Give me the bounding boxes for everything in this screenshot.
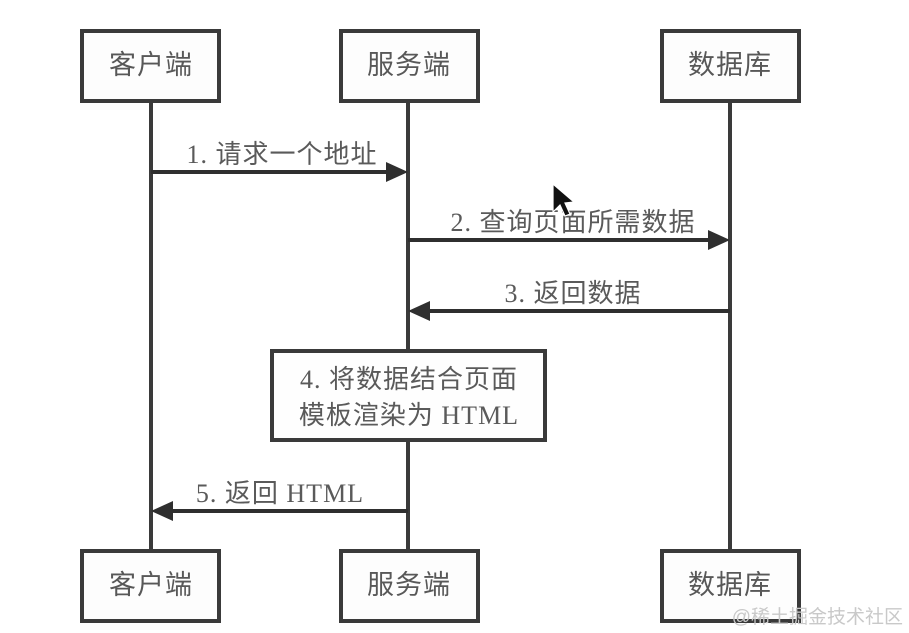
message-5[interactable]: 5. 返回 HTML	[151, 479, 408, 521]
participant-box-server-top[interactable]	[339, 29, 480, 103]
message-1-label: 1. 请求一个地址	[186, 140, 377, 169]
message-2-arrowhead-icon	[708, 230, 730, 250]
message-2-label: 2. 查询页面所需数据	[450, 208, 695, 237]
message-5-arrowhead-icon	[151, 501, 173, 521]
action-box-line-1: 4. 将数据结合页面	[300, 365, 518, 394]
action-box-line-2: 模板渲染为 HTML	[299, 401, 519, 430]
message-1-arrowhead-icon	[386, 162, 408, 182]
mouse-cursor-icon	[552, 182, 576, 217]
participant-label-client-top: 客户端	[109, 50, 193, 80]
message-2[interactable]: 2. 查询页面所需数据	[408, 208, 730, 250]
message-3-arrowhead-icon	[408, 301, 430, 321]
participant-box-client-bottom[interactable]	[80, 549, 221, 623]
action-box-rect	[270, 349, 547, 442]
participant-label-server-bottom: 服务端	[367, 570, 451, 600]
participant-label-client-bottom: 客户端	[109, 570, 193, 600]
message-1[interactable]: 1. 请求一个地址	[151, 140, 408, 182]
message-5-label: 5. 返回 HTML	[196, 479, 364, 508]
participant-label-server-top: 服务端	[367, 50, 451, 80]
participant-label-database-top: 数据库	[688, 50, 772, 80]
participant-box-database-top[interactable]	[660, 29, 801, 103]
message-3[interactable]: 3. 返回数据	[408, 279, 730, 321]
watermark-label: @稀土掘金技术社区	[732, 606, 903, 628]
participant-box-server-bottom[interactable]	[339, 549, 480, 623]
action-box-render-html[interactable]: 4. 将数据结合页面 模板渲染为 HTML	[270, 349, 547, 442]
participant-label-database-bottom: 数据库	[688, 570, 772, 600]
participant-box-database-bottom[interactable]	[660, 549, 801, 623]
message-3-label: 3. 返回数据	[504, 279, 641, 308]
participant-box-client-top[interactable]	[80, 29, 221, 103]
